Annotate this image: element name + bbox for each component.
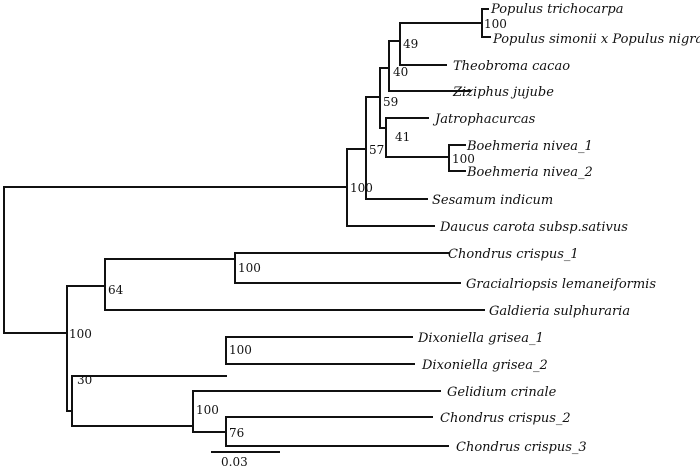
taxon-label: Galdieria sulphuraria: [489, 304, 630, 319]
taxon-labels: Populus trichocarpa Populus simonii x Po…: [417, 2, 700, 455]
bootstrap-value: 41: [395, 130, 410, 144]
bootstrap-value: 40: [393, 65, 408, 79]
bootstrap-value: 100: [350, 181, 373, 195]
bootstrap-value: 76: [229, 426, 244, 440]
tree-branches: [3, 8, 491, 447]
taxon-label: Sesamum indicum: [432, 193, 553, 208]
bootstrap-value: 100: [196, 403, 219, 417]
scale-bar-label: 0.03: [221, 455, 248, 468]
bootstrap-value: 100: [452, 152, 475, 166]
bootstrap-value: 64: [108, 283, 124, 297]
bootstrap-value: 100: [484, 17, 507, 31]
bootstrap-value: 49: [403, 37, 418, 51]
taxon-label: Dixoniella grisea_1: [417, 331, 544, 346]
taxon-label: Jatrophacurcas: [432, 112, 536, 127]
taxon-label: Populus simonii x Populus nigra: [492, 32, 700, 47]
bootstrap-value: 100: [69, 327, 92, 341]
taxon-label: Chondrus crispus_2: [440, 411, 571, 426]
taxon-label: Chondrus crispus_3: [456, 440, 587, 455]
taxon-label: Theobroma cacao: [453, 59, 570, 74]
taxon-label: Boehmeria nivea_1: [466, 139, 593, 154]
bootstrap-value: 100: [229, 343, 252, 357]
taxon-label: Boehmeria nivea_2: [466, 165, 593, 180]
bootstrap-values: 100 49 40 59 41 100 57 100 64 100 100 10…: [69, 17, 507, 440]
bootstrap-value: 57: [369, 143, 384, 157]
taxon-label: Daucus carota subsp.sativus: [439, 220, 628, 235]
bootstrap-value: 59: [383, 95, 398, 109]
taxon-label: Gracialriopsis lemaneiformis: [466, 277, 656, 292]
taxon-label: Chondrus crispus_1: [448, 247, 579, 262]
scale-bar: 0.03: [211, 451, 280, 468]
taxon-label: Ziziphus jujube: [452, 85, 554, 100]
bootstrap-value: 100: [238, 261, 261, 275]
taxon-label: Gelidium crinale: [447, 385, 557, 400]
bootstrap-value: 30: [77, 373, 92, 387]
taxon-label: Populus trichocarpa: [490, 2, 623, 17]
taxon-label: Dixoniella grisea_2: [421, 358, 548, 373]
